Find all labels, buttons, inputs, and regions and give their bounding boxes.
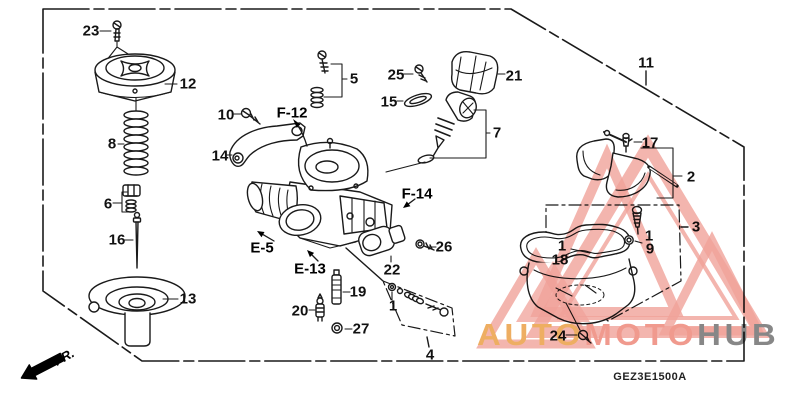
part-label-24-28: 24 [549, 327, 567, 345]
part-23-screw [100, 21, 136, 61]
part-14-bracket [227, 123, 305, 166]
part-label-9-25: 9 [645, 240, 655, 258]
part-label-13-15: 13 [179, 290, 197, 308]
ref-arrows [257, 119, 415, 261]
part-label-2-12: 2 [686, 168, 696, 186]
part-12-chamber-cap [95, 54, 177, 111]
part-label-10-3: 10 [217, 106, 235, 124]
part-6-needle-holder [113, 185, 140, 212]
part-label-17-11: 17 [641, 134, 659, 152]
part-15-gasket [397, 91, 433, 109]
part-4-slow-jet-set [389, 284, 449, 317]
part-7-valve [386, 92, 490, 172]
part-label-16-14: 16 [108, 231, 126, 249]
part-label-27-20: 27 [352, 320, 370, 338]
part-label-7-10: 7 [492, 124, 502, 142]
part-label-18-27: 18 [551, 251, 569, 269]
part-26-screw [416, 240, 436, 250]
part-13-diaphragm [89, 277, 185, 346]
part-label-25-5: 25 [387, 66, 405, 84]
ref-code-F-14: F-14 [401, 185, 433, 203]
ref-code-F-12: F-12 [276, 104, 308, 122]
part-22-sensor [357, 221, 407, 262]
fr-direction-arrow [21, 353, 63, 379]
part-10-screw [234, 109, 260, 125]
assembly-border [43, 9, 744, 361]
part-20-screw [309, 294, 324, 321]
part-27-nut [332, 323, 352, 333]
part-16-jet-needle [124, 213, 141, 269]
carburetor-body [245, 139, 392, 249]
part-label-1-21: 1 [388, 297, 398, 315]
part-label-21-8: 21 [505, 67, 523, 85]
diagram-code: GEZ3E1500A [613, 371, 687, 383]
part-21-cover [452, 52, 505, 94]
part-label-22-16: 22 [383, 261, 401, 279]
ref-code-E-5: E-5 [250, 239, 274, 257]
part-label-19-18: 19 [349, 283, 367, 301]
part-label-6-13: 6 [103, 195, 113, 213]
part-label-4-22: 4 [425, 346, 435, 364]
part-label-3-23: 3 [691, 218, 701, 236]
part-label-15-6: 15 [380, 93, 398, 111]
part-label-5-4: 5 [349, 70, 359, 88]
part-label-14-7: 14 [211, 147, 229, 165]
ref-code-E-13: E-13 [294, 260, 326, 278]
part-label-11-9: 11 [638, 54, 654, 72]
slow-jet-group-box [346, 248, 455, 347]
part-label-20-19: 20 [291, 302, 309, 320]
part-label-26-17: 26 [435, 238, 453, 256]
part-5-screw-spring [311, 51, 347, 108]
part-8-spring [118, 111, 148, 175]
part-19-tube [332, 270, 350, 304]
part-label-8-2: 8 [107, 135, 117, 153]
part-label-23-0: 23 [82, 22, 100, 40]
part-label-12-1: 12 [179, 75, 197, 93]
part-25-screw [403, 65, 427, 82]
